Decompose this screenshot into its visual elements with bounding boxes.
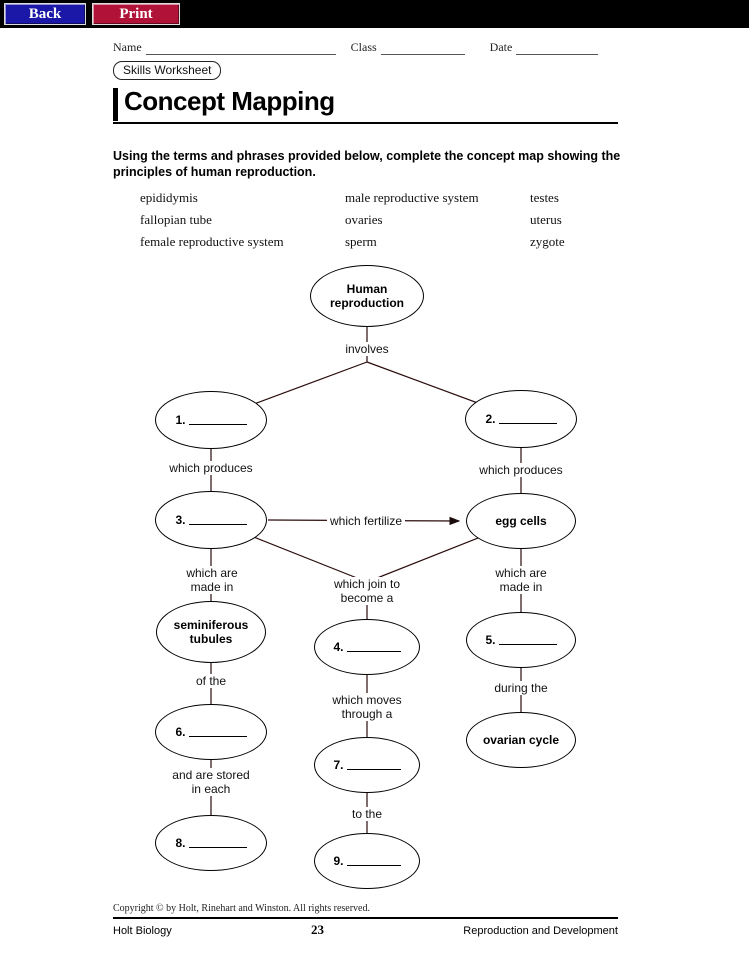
- word-bank-term: female reproductive system: [140, 234, 284, 249]
- blank-line: [188, 728, 247, 737]
- word-bank-column-3: testes uterus zygote: [530, 187, 565, 253]
- back-button[interactable]: Back: [4, 3, 86, 25]
- concept-node-blank-6: 6.: [155, 704, 267, 760]
- blank-line: [188, 416, 247, 425]
- date-label: Date: [489, 40, 513, 54]
- concept-node-blank-1: 1.: [155, 391, 267, 449]
- word-bank-term: zygote: [530, 234, 565, 249]
- concept-node-blank-4: 4.: [314, 619, 420, 675]
- word-bank-term: testes: [530, 190, 559, 205]
- edge-label-which-produces-left: which produces: [166, 461, 256, 475]
- concept-node-egg-cells: egg cells: [466, 493, 576, 549]
- word-bank-term: fallopian tube: [140, 212, 212, 227]
- edge-label-to-the: to the: [348, 807, 386, 821]
- blank-line: [346, 643, 401, 652]
- footer-copyright: Copyright © by Holt, Rinehart and Winsto…: [113, 903, 370, 914]
- edge-label-which-join-to-become-a: which join to become a: [323, 577, 411, 605]
- name-label: Name: [113, 40, 142, 54]
- footer-page-number: 23: [310, 922, 324, 937]
- word-bank-column-2: male reproductive system ovaries sperm: [345, 187, 479, 253]
- name-line: [145, 43, 336, 55]
- print-button[interactable]: Print: [92, 3, 180, 25]
- concept-node-blank-7: 7.: [314, 737, 420, 793]
- word-bank-column-1: epididymis fallopian tube female reprodu…: [140, 187, 284, 253]
- word-bank-term: uterus: [530, 212, 562, 227]
- concept-node-blank-9: 9.: [314, 833, 420, 889]
- skills-worksheet-badge: Skills Worksheet: [113, 61, 222, 80]
- footer-chapter-title: Reproduction and Development: [463, 925, 618, 937]
- title-left-bar: [113, 88, 118, 121]
- word-bank-term: epididymis: [140, 190, 198, 205]
- blank-line: [188, 839, 247, 848]
- edge-label-during-the: during the: [491, 681, 551, 695]
- class-label: Class: [350, 40, 377, 54]
- concept-node-blank-2: 2.: [465, 390, 577, 448]
- word-bank-term: sperm: [345, 234, 377, 249]
- concept-node-ovarian-cycle: ovarian cycle: [466, 712, 576, 768]
- concept-node-blank-5: 5.: [466, 612, 576, 668]
- edge-label-which-are-made-in-left: which are made in: [178, 566, 246, 594]
- title-rule: [113, 122, 618, 124]
- footer-book-title: Holt Biology: [113, 925, 172, 937]
- footer-rule: [113, 917, 618, 919]
- concept-node-seminiferous-tubules: seminiferous tubules: [156, 601, 266, 663]
- word-bank-term: male reproductive system: [345, 190, 479, 205]
- instructions-text: Using the terms and phrases provided bel…: [113, 149, 621, 179]
- class-line: [380, 43, 465, 55]
- blank-line: [498, 415, 557, 424]
- edge-label-involves: involves: [342, 342, 392, 356]
- edge-label-and-are-stored-in-each: and are stored in each: [165, 768, 257, 796]
- edge-label-which-moves-through-a: which moves through a: [324, 693, 410, 721]
- blank-line: [188, 516, 247, 525]
- concept-node-blank-8: 8.: [155, 815, 267, 871]
- concept-node-human-reproduction: Human reproduction: [310, 265, 424, 327]
- blank-line: [498, 636, 557, 645]
- edge-label-which-are-made-in-right: which are made in: [487, 566, 555, 594]
- blank-line: [346, 857, 401, 866]
- date-line: [516, 43, 599, 55]
- page-title: Concept Mapping: [124, 86, 335, 116]
- blank-line: [346, 761, 401, 770]
- edge-label-which-fertilize: which fertilize: [326, 514, 406, 528]
- top-toolbar: Back Print: [0, 0, 749, 28]
- edge-label-which-produces-right: which produces: [476, 463, 566, 477]
- word-bank-term: ovaries: [345, 212, 383, 227]
- name-class-date-row: Name Class Date: [113, 40, 618, 55]
- footer-row: Holt Biology 23 Reproduction and Develop…: [113, 922, 618, 938]
- concept-node-blank-3: 3.: [155, 491, 267, 549]
- edge-label-of-the: of the: [192, 674, 230, 688]
